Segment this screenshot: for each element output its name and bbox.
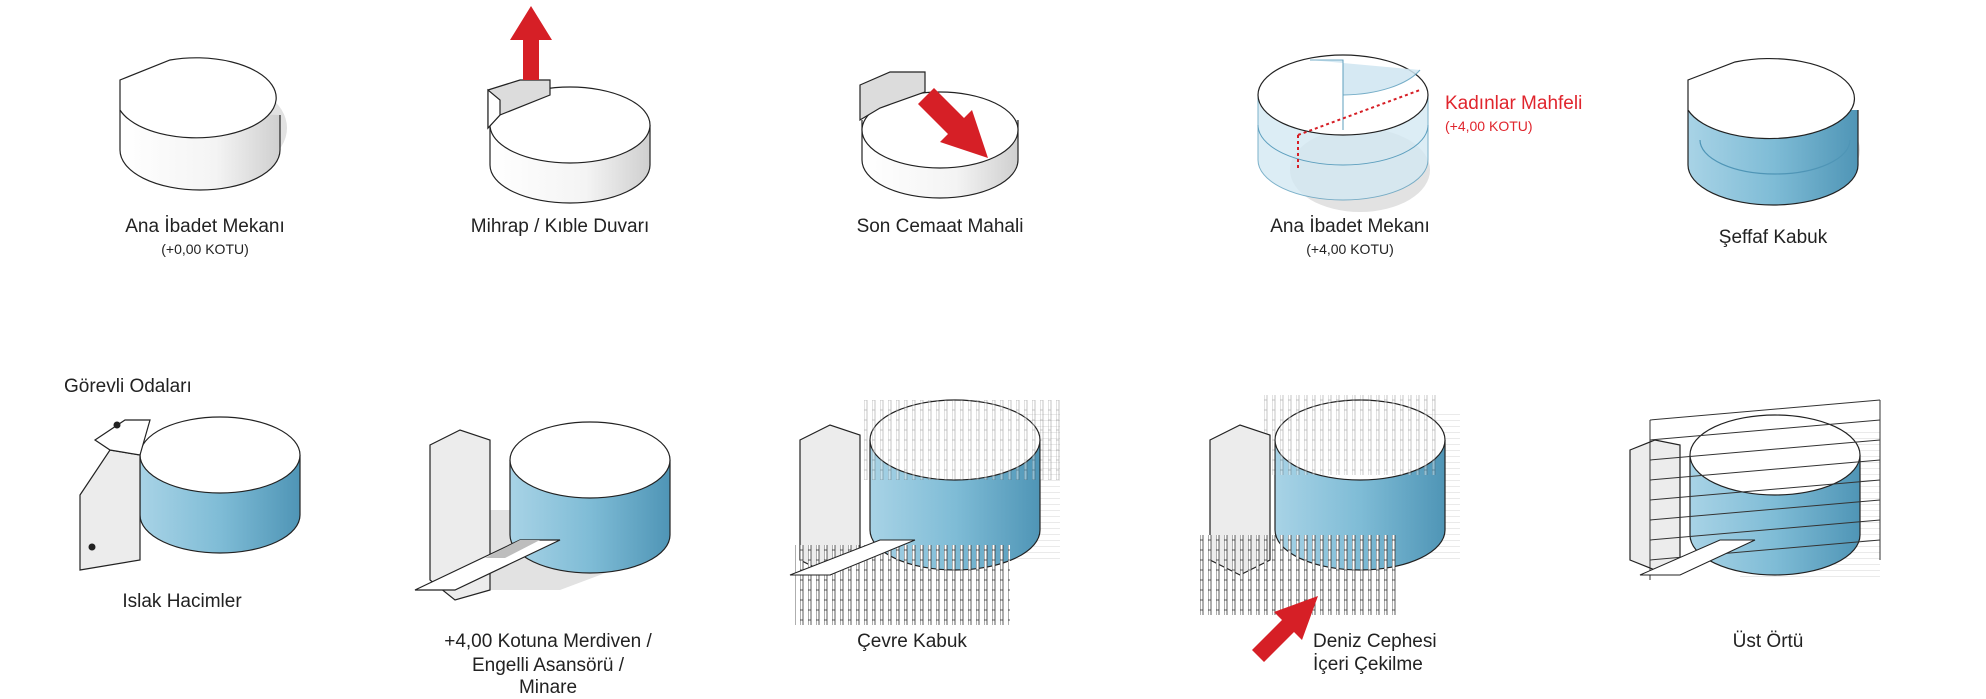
step-4-volume bbox=[1257, 54, 1430, 212]
step-8-volume bbox=[789, 399, 1060, 625]
step-3-label: Son Cemaat Mahali bbox=[856, 216, 1024, 237]
step-8-label: Çevre Kabuk bbox=[857, 631, 967, 652]
arrow-up-right-icon bbox=[1252, 596, 1318, 662]
arrow-down-right-icon bbox=[918, 88, 988, 158]
step-10-label: Üst Örtü bbox=[1732, 631, 1804, 652]
step-7-label-line-3: Minare bbox=[518, 677, 578, 698]
step-6-annotation: Görevli Odaları bbox=[64, 376, 192, 397]
step-7-label-line-2: Engelli Asansörü / bbox=[471, 655, 625, 676]
step-6-volume bbox=[79, 416, 301, 571]
step-1-sublabel: (+0,00 KOTU) bbox=[161, 241, 249, 257]
step-9-label-line-2: İçeri Çekilme bbox=[1313, 654, 1423, 675]
step-5-label: Şeffaf Kabuk bbox=[1718, 227, 1828, 248]
step-10-volume bbox=[1629, 399, 1881, 580]
step-9-label-line-1: Deniz Cephesi bbox=[1313, 631, 1437, 652]
step-2-volume bbox=[487, 6, 651, 204]
step-6-label: Islak Hacimler bbox=[122, 591, 242, 612]
step-4-sublabel: (+4,00 KOTU) bbox=[1306, 241, 1394, 257]
step-7-volume bbox=[414, 421, 671, 601]
step-9-volume bbox=[1200, 395, 1460, 662]
step-1-volume bbox=[119, 57, 287, 191]
step-5-volume bbox=[1687, 57, 1860, 206]
arrow-up-icon bbox=[510, 6, 552, 80]
step-4-label: Ana İbadet Mekanı bbox=[1270, 216, 1430, 237]
step-7-label-line-1: +4,00 Kotuna Merdiven / bbox=[444, 631, 652, 652]
step-4-annotation-sub: (+4,00 KOTU) bbox=[1445, 118, 1533, 134]
step-3-volume bbox=[859, 71, 1019, 199]
step-2-label: Mihrap / Kıble Duvarı bbox=[470, 216, 650, 237]
step-4-annotation: Kadınlar Mahfeli bbox=[1445, 93, 1583, 114]
step-1-label: Ana İbadet Mekanı bbox=[125, 216, 285, 237]
